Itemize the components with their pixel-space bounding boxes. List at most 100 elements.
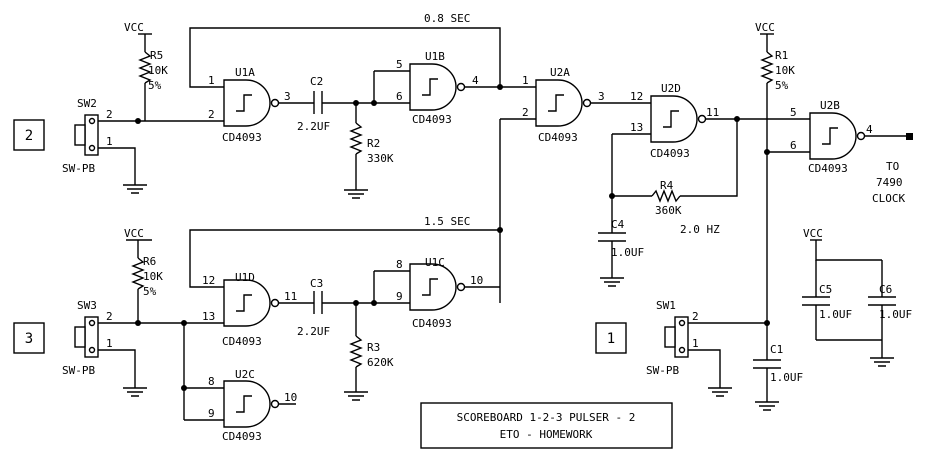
label-0-8-sec: 0.8 SEC <box>424 12 470 25</box>
r5-ref: R5 <box>150 49 163 62</box>
r6-tol: 5% <box>143 285 157 298</box>
u1c-pin-out: 10 <box>470 274 483 287</box>
u2b-pin-in1: 5 <box>790 106 797 119</box>
r5-value: 10K <box>148 64 168 77</box>
u1c-ref: U1C <box>425 256 445 269</box>
sw1-pin2: 2 <box>692 310 699 323</box>
r1-tol: 5% <box>775 79 789 92</box>
sw3-pin2: 2 <box>106 310 113 323</box>
u2d-pin-in1: 12 <box>630 90 643 103</box>
u1d-ref: U1D <box>235 271 255 284</box>
u2b-part: CD4093 <box>808 162 848 175</box>
u2c-part: CD4093 <box>222 430 262 443</box>
sw3-pin1: 1 <box>106 337 113 350</box>
vcc-r1: VCC <box>755 21 775 34</box>
u1a-part: CD4093 <box>222 131 262 144</box>
r3-ref: R3 <box>367 341 380 354</box>
c4-ref: C4 <box>611 218 625 231</box>
c5-value: 1.0UF <box>819 308 852 321</box>
button-2-label: 2 <box>25 128 33 144</box>
button-1[interactable]: 1 <box>595 322 627 354</box>
u2c-pin-out: 10 <box>284 391 297 404</box>
u2b-pin-out: 4 <box>866 123 873 136</box>
r3-value: 620K <box>367 356 394 369</box>
u1b-pin-in2: 6 <box>396 90 403 103</box>
r6-value: 10K <box>143 270 163 283</box>
ground-symbols <box>123 184 894 411</box>
r6-ref: R6 <box>143 255 156 268</box>
u1b-ref: U1B <box>425 50 445 63</box>
sw2-body <box>74 114 99 156</box>
button-3[interactable]: 3 <box>13 322 45 354</box>
u1a-pin-in1: 1 <box>208 74 215 87</box>
u1a-pin-out: 3 <box>284 90 291 103</box>
c2-ref: C2 <box>310 75 323 88</box>
u1c-pin-in1: 8 <box>396 258 403 271</box>
u2d-pin-out: 11 <box>706 106 719 119</box>
gate-u2d <box>650 95 707 143</box>
u1a-ref: U1A <box>235 66 255 79</box>
switch-bodies <box>74 114 689 358</box>
u2c-pin-in1: 8 <box>208 375 215 388</box>
u2d-part: CD4093 <box>650 147 690 160</box>
u1b-part: CD4093 <box>412 113 452 126</box>
label-1-5-sec: 1.5 SEC <box>424 215 470 228</box>
c1-value: 1.0UF <box>770 371 803 384</box>
r4-ref: R4 <box>660 179 674 192</box>
r1-value: 10K <box>775 64 795 77</box>
title-line-2: ETO - HOMEWORK <box>500 428 593 441</box>
r1-ref: R1 <box>775 49 788 62</box>
c2-value: 2.2UF <box>297 120 330 133</box>
gate-u1b <box>409 63 466 111</box>
c3-value: 2.2UF <box>297 325 330 338</box>
c5-ref: C5 <box>819 283 832 296</box>
u1d-pin-in1: 12 <box>202 274 215 287</box>
u2a-pin-in1: 1 <box>522 74 529 87</box>
sw3-body <box>74 316 99 358</box>
u1c-part: CD4093 <box>412 317 452 330</box>
u1b-pin-out: 4 <box>472 74 479 87</box>
gate-u1a <box>223 79 280 127</box>
button-3-label: 3 <box>25 331 33 347</box>
u1c-pin-in2: 9 <box>396 290 403 303</box>
gate-u1c <box>409 263 466 311</box>
label-2-hz: 2.0 HZ <box>680 223 720 236</box>
c6-value: 1.0UF <box>879 308 912 321</box>
button-1-label: 1 <box>607 331 615 347</box>
r2-value: 330K <box>367 152 394 165</box>
sw2-pin1: 1 <box>106 135 113 148</box>
junction-dots <box>135 84 913 391</box>
u1d-pin-in2: 13 <box>202 310 215 323</box>
u2d-ref: U2D <box>661 82 681 95</box>
nand-gates <box>223 63 866 428</box>
u1d-part: CD4093 <box>222 335 262 348</box>
u2b-pin-in2: 6 <box>790 139 797 152</box>
c4-value: 1.0UF <box>611 246 644 259</box>
capacitor-plates <box>598 232 896 369</box>
sw1-type: SW-PB <box>646 364 679 377</box>
sw3-type: SW-PB <box>62 364 95 377</box>
u2a-pin-in2: 2 <box>522 106 529 119</box>
gate-u2c <box>223 380 280 428</box>
u1a-pin-in2: 2 <box>208 108 215 121</box>
vcc-r6: VCC <box>124 227 144 240</box>
gate-u2a <box>535 79 592 127</box>
u2c-pin-in2: 9 <box>208 407 215 420</box>
u2d-pin-in2: 13 <box>630 121 643 134</box>
u1d-pin-out: 11 <box>284 290 297 303</box>
output-to: TO <box>886 160 899 173</box>
output-clock: CLOCK <box>872 192 905 205</box>
u2a-pin-out: 3 <box>598 90 605 103</box>
c3-ref: C3 <box>310 277 323 290</box>
gate-u2b <box>809 112 866 160</box>
u2b-ref: U2B <box>820 99 840 112</box>
title-block: SCOREBOARD 1-2-3 PULSER - 2 ETO - HOMEWO… <box>420 402 673 449</box>
button-2[interactable]: 2 <box>13 119 45 151</box>
sw3-ref: SW3 <box>77 299 97 312</box>
sw1-body <box>664 316 689 358</box>
u2a-part: CD4093 <box>538 131 578 144</box>
sw1-pin1: 1 <box>692 337 699 350</box>
vcc-c5-c6: VCC <box>803 227 823 240</box>
sw2-ref: SW2 <box>77 97 97 110</box>
